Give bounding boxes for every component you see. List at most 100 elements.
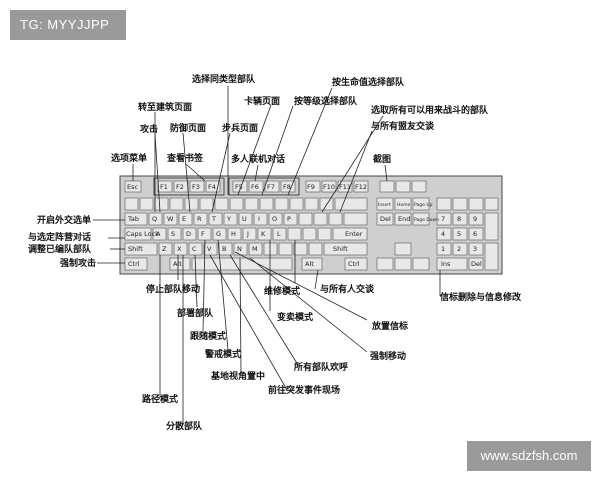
annotation-label: 前往突发事件现场: [268, 384, 340, 396]
key-label: Insert: [378, 202, 391, 208]
annotation-label: 防御页面: [170, 122, 206, 134]
annotation-label: 基地视角置中: [210, 370, 265, 382]
key-label: V: [207, 245, 212, 253]
key-label-esc: Esc: [127, 183, 138, 191]
key-label: N: [237, 245, 242, 253]
key-label: F11: [339, 183, 351, 191]
annotation-label: 步兵页面: [222, 122, 258, 134]
annotation-label: 与所有人交谈: [320, 283, 375, 295]
annotation-label: 按生命值选择部队: [332, 76, 405, 88]
key-label: F5: [235, 183, 243, 191]
annotation-label: 选取所有可以用来战斗的部队: [371, 104, 489, 116]
leader-lines: [93, 86, 441, 425]
key-label: E: [182, 215, 186, 223]
key-label: O: [272, 215, 277, 223]
key-label: Q: [152, 215, 157, 223]
annotation-label: 与选定阵营对话: [28, 231, 91, 243]
key-label: H: [231, 230, 236, 238]
key-label: F1: [160, 183, 168, 191]
key-label: F9: [307, 183, 315, 191]
annotation-label: 强制移动: [370, 350, 406, 362]
key-label: Page Up: [414, 202, 433, 208]
annotation-label: 变卖模式: [277, 311, 313, 323]
annotation-label: 所有部队欢呼: [294, 361, 348, 373]
key-label: K: [261, 230, 266, 238]
annotation-label: 攻击: [140, 123, 158, 135]
key-label-shift: Shift: [128, 245, 143, 253]
annotation-label: 截图: [373, 153, 391, 165]
key-label-enter: Enter: [345, 230, 363, 238]
annotation-label: 跟随模式: [190, 330, 226, 342]
annotation-label: 选项菜单: [111, 152, 147, 164]
key-label: T: [211, 215, 216, 223]
annotation-label: 分散部队: [166, 420, 203, 432]
key-label: 4: [441, 230, 445, 238]
key-label: R: [197, 215, 202, 223]
key-label-ctrl: Ctrl: [128, 260, 140, 268]
key-label: F: [201, 230, 205, 238]
key-label: S: [171, 230, 175, 238]
key-label: F2: [176, 183, 184, 191]
nav-keys: [376, 197, 430, 271]
key-label: J: [246, 230, 249, 238]
key-label: 6: [473, 230, 477, 238]
annotation-label: 强制攻击: [60, 257, 96, 269]
key-label-tab: Tab: [127, 215, 139, 223]
key-label: P: [287, 215, 291, 223]
key-label: F6: [251, 183, 259, 191]
key-label: 3: [473, 245, 477, 253]
key-label: Home: [397, 202, 411, 208]
key-label-ctrl: Ctrl: [348, 260, 360, 268]
annotation-label: 路径模式: [142, 393, 178, 405]
key-label: W: [167, 215, 174, 223]
key-label-alt: Alt: [305, 260, 314, 268]
key-label: 9: [473, 215, 477, 223]
annotation-label: 维修模式: [264, 285, 300, 297]
key-label: 5: [457, 230, 461, 238]
key-label: C: [192, 245, 197, 253]
f1-f4-group: [153, 177, 225, 196]
key-label: Ins: [441, 260, 451, 268]
annotation-label: 信标删除与信息修改: [440, 291, 522, 303]
site-url-badge: www.sdzfsh.com: [467, 441, 591, 471]
annotation-label: 查看书签: [166, 152, 204, 164]
annotation-label: 与所有盟友交谈: [371, 120, 435, 132]
key-label: 8: [457, 215, 461, 223]
function-row: [124, 180, 427, 193]
key-label: F4: [208, 183, 216, 191]
key-label-caps: Caps Lock: [126, 230, 159, 238]
key-label: D: [186, 230, 191, 238]
key-label: F12: [355, 183, 367, 191]
annotation-label: 放置信标: [371, 320, 408, 332]
key-label: F7: [267, 183, 275, 191]
key-label: B: [222, 245, 226, 253]
key-label: A: [156, 230, 161, 238]
annotation-label: 按等级选择部队: [294, 95, 358, 107]
key-label: Del: [380, 215, 391, 223]
key-label: F10: [323, 183, 335, 191]
key-label: End: [398, 215, 410, 223]
key-label: G: [216, 230, 221, 238]
annotation-label: 转至建筑页面: [138, 101, 192, 113]
key-label: L: [277, 230, 281, 238]
key-label: 2: [457, 245, 461, 253]
annotation-label: 卡辆页面: [244, 95, 280, 107]
annotation-label: 部署部队: [177, 307, 214, 319]
key-label: Y: [226, 215, 231, 223]
main-keys: [124, 197, 368, 271]
key-label: Page Down: [414, 217, 439, 223]
key-label: U: [242, 215, 247, 223]
key-label: F3: [192, 183, 200, 191]
f5-f8-group: [228, 177, 300, 196]
annotation-label: 多人联机对话: [231, 153, 285, 165]
key-label: I: [258, 215, 260, 223]
tag-badge: TG: MYYJJPP: [10, 10, 126, 40]
key-label: M: [252, 245, 258, 253]
numpad-keys: [436, 197, 499, 271]
key-label-shift: Shift: [333, 245, 348, 253]
annotation-label: 警戒模式: [205, 348, 241, 360]
key-label: Del: [471, 260, 482, 268]
key-label: 1: [441, 245, 445, 253]
annotation-label: 停止部队移动: [146, 283, 200, 295]
